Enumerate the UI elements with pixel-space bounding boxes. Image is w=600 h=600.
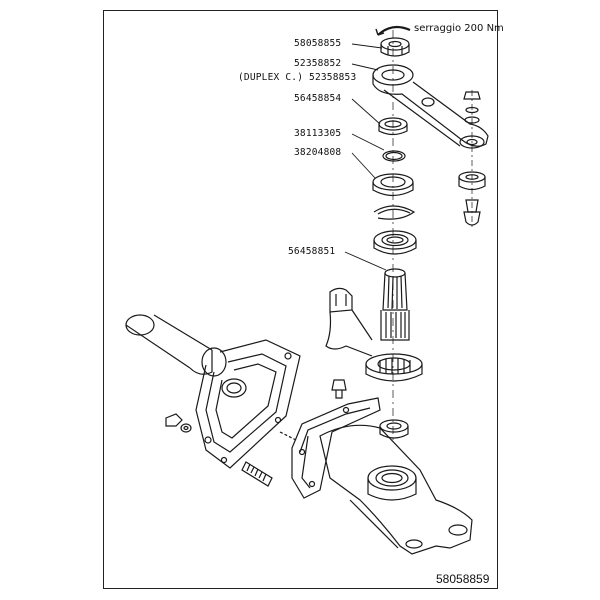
idler-arm [326,288,422,381]
drawing-number: 58058859 [436,572,490,586]
seal-56458854 [379,118,407,135]
part-label-38113305: 38113305 [294,128,342,139]
stud-bolt [242,432,296,486]
torque-spec-label: serraggio 200 Nm [414,23,504,34]
ball-joint [459,172,485,225]
leader-lines [345,44,386,270]
nut-58058855 [381,38,409,56]
cover-plate [292,398,380,498]
grease-nipple [332,380,346,398]
splined-shaft-56458851 [381,269,409,340]
part-label-38204808: 38204808 [294,147,342,158]
steering-housing [126,315,300,468]
snap-ring-38113305 [383,151,405,161]
part-label-56458854: 56458854 [294,93,342,104]
bearing-38204808 [373,174,413,196]
housing-nut [166,414,191,432]
lower-bearing [374,231,416,254]
part-label-58058855: 58058855 [294,38,342,49]
part-label-56458851: 56458851 [288,246,336,257]
part-label-52358852: 52358852 [294,58,342,69]
part-label-52358853: (DUPLEX C.) 52358853 [238,72,357,83]
drawing-frame [103,10,498,589]
small-bearing [380,420,408,438]
ball-joint-nut [464,92,480,123]
support-bracket [320,425,472,554]
pitman-arm-52358852 [373,65,488,148]
torque-arrow-icon [378,27,410,35]
snap-ring [374,206,414,219]
